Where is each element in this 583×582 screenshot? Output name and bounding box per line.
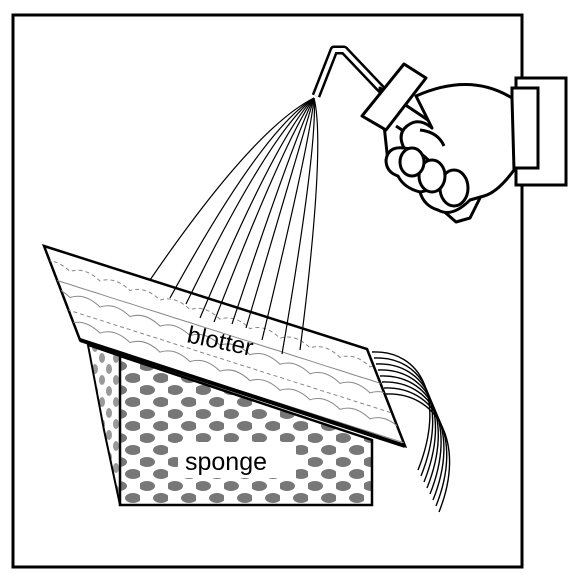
spray-stream [245, 97, 315, 329]
sponge-label: sponge [185, 448, 267, 476]
moisture-line [44, 274, 405, 400]
wall-bracket-icon [510, 76, 568, 187]
spray-stream [261, 97, 315, 341]
spray-stream [185, 97, 315, 305]
spray-stream [149, 97, 315, 281]
hand-icon [384, 83, 516, 214]
sponge-label-bg [178, 442, 296, 478]
moisture-line [44, 300, 405, 426]
water-runoff [371, 351, 451, 513]
blotter-bottom-edge [79, 338, 406, 448]
spray-stream [281, 97, 315, 355]
runoff-stream [385, 393, 451, 513]
moisture-line [44, 286, 405, 413]
spray-stream [299, 97, 319, 351]
spray-stream [199, 97, 315, 319]
runoff-stream [383, 387, 448, 507]
runoff-stream [381, 381, 445, 501]
spray-stream [169, 97, 315, 299]
sponge: sponge [86, 343, 374, 507]
spray-stream [213, 97, 315, 323]
moisture-line [44, 312, 405, 439]
water-spray [149, 97, 319, 355]
blotter: blotter [41, 244, 408, 449]
spray-stream [231, 97, 315, 325]
